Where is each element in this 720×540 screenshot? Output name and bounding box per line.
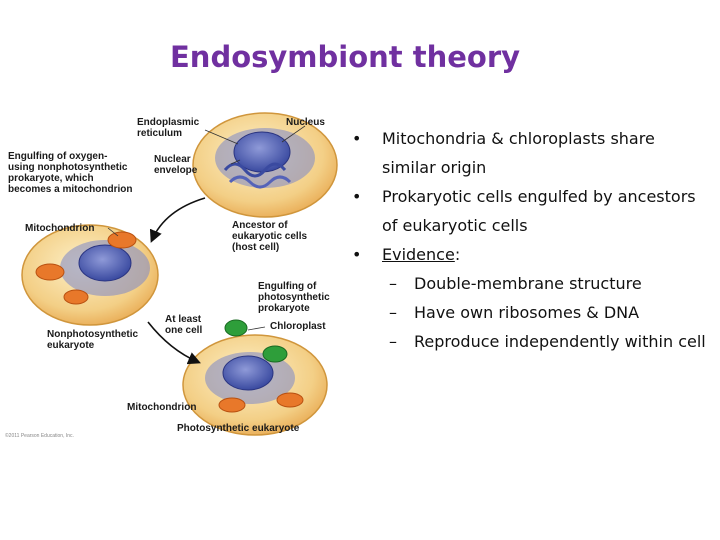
sub-bullet-item: – Have own ribosomes & DNA: [352, 298, 718, 327]
bullet-marker: •: [352, 187, 362, 206]
photosynthetic-cell: [182, 334, 328, 436]
arrow-1: [149, 197, 206, 243]
bullet-marker: •: [352, 129, 362, 148]
ancestor-cell: [192, 112, 338, 218]
copyright-note: ©2011 Pearson Education, Inc.: [5, 433, 74, 439]
label-nucleus: Nucleus: [286, 117, 325, 128]
bullet-list: • Mitochondria & chloroplasts share simi…: [352, 124, 718, 356]
diagram-illustration: [21, 112, 338, 436]
label-chloroplast: Chloroplast: [270, 321, 326, 332]
chloroplast-prokaryote: [224, 319, 248, 337]
arrow-2: [147, 321, 201, 365]
bullet-item: • Prokaryotic cells engulfed by ancestor…: [352, 182, 718, 240]
label-mitochondrion-2: Mitochondrion: [127, 402, 197, 413]
bullet-marker: •: [352, 245, 362, 264]
mitochondrion-prokaryote: [107, 231, 137, 249]
sub-bullet-item: – Reproduce independently within cell: [352, 327, 718, 356]
label-ancestor: Ancestor of eukaryotic cells (host cell): [232, 220, 308, 253]
nonphotosynthetic-cell: [21, 224, 159, 326]
dash-marker: –: [389, 274, 397, 293]
dash-marker: –: [389, 303, 397, 322]
label-photosynthetic-eukaryote: Photosynthetic eukaryote: [177, 423, 300, 434]
dash-marker: –: [389, 332, 397, 351]
bullet-item-evidence: • Evidence:: [352, 240, 718, 269]
label-engulfing-oxygen: Engulfing of oxygen- using nonphotosynth…: [8, 151, 133, 195]
label-engulfing-photosynthetic: Engulfing of photosynthetic prokaryote: [258, 281, 330, 314]
bullet-item: • Mitochondria & chloroplasts share simi…: [352, 124, 718, 182]
slide-title: Endosymbiont theory: [170, 40, 521, 74]
label-mitochondrion-1: Mitochondrion: [25, 223, 95, 234]
evidence-label: Evidence: [382, 245, 455, 264]
sub-bullet-item: – Double-membrane structure: [352, 269, 718, 298]
